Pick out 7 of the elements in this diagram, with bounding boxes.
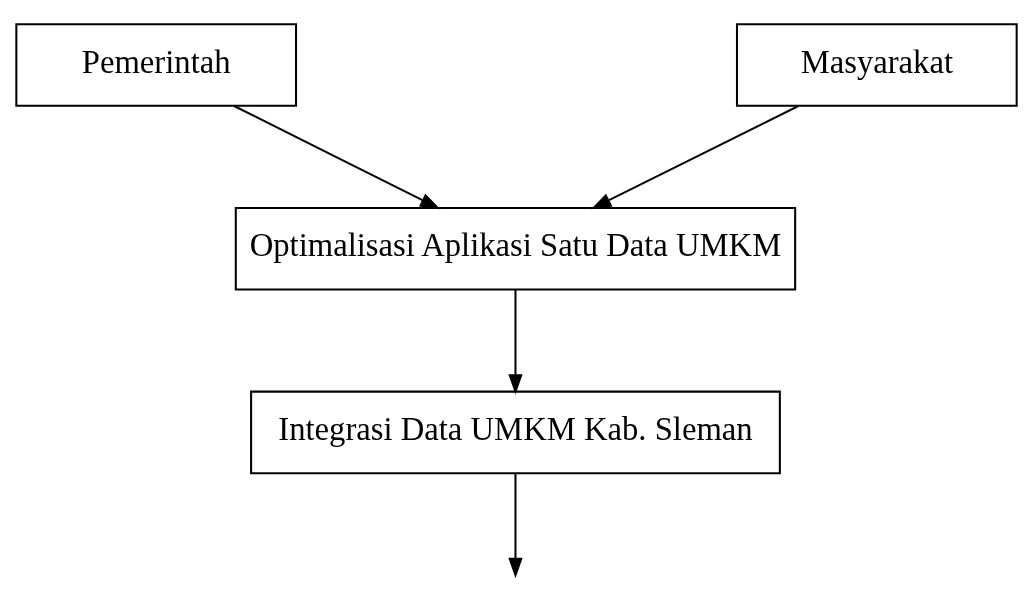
arrow xyxy=(508,289,523,395)
node-box: Masyarakat xyxy=(735,23,1018,107)
node-box: Optimalisasi Aplikasi Satu Data UMKM xyxy=(234,206,797,291)
arrow xyxy=(233,105,441,210)
node-box: Integrasi Data UMKM Kab. Sleman xyxy=(250,390,781,475)
node-box: Pemerintah xyxy=(15,23,298,107)
arrow xyxy=(590,105,799,210)
